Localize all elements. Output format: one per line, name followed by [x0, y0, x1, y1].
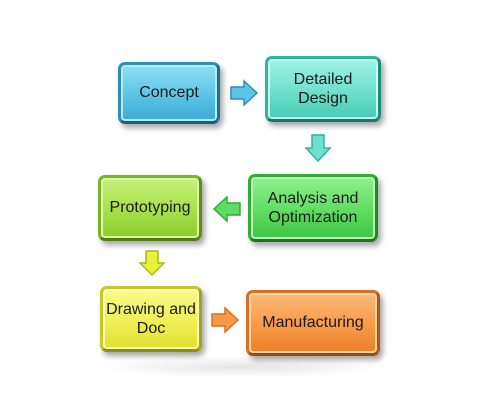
arrow-right-icon: [230, 79, 259, 107]
node-manufacturing-label: Manufacturing: [262, 314, 364, 332]
node-concept-label: Concept: [139, 84, 199, 102]
arrow-left-icon: [212, 195, 241, 223]
node-analysis-optimization: Analysis and Optimization: [248, 174, 378, 242]
node-manufacturing: Manufacturing: [246, 290, 380, 356]
arrow-down-icon: [304, 134, 332, 163]
arrow-right-icon: [211, 306, 240, 334]
node-concept: Concept: [118, 62, 220, 124]
node-detailed-design: Detailed Design: [265, 56, 381, 122]
reflection-shadow: [96, 356, 386, 378]
node-detailed-design-label: Detailed Design: [293, 70, 353, 107]
node-analysis-label: Analysis and Optimization: [267, 189, 359, 226]
node-drawing-label: Drawing and Doc: [106, 300, 196, 337]
node-prototyping: Prototyping: [98, 175, 202, 241]
node-drawing-doc: Drawing and Doc: [100, 286, 202, 352]
arrow-down-icon: [138, 250, 166, 277]
node-prototyping-label: Prototyping: [109, 199, 191, 217]
